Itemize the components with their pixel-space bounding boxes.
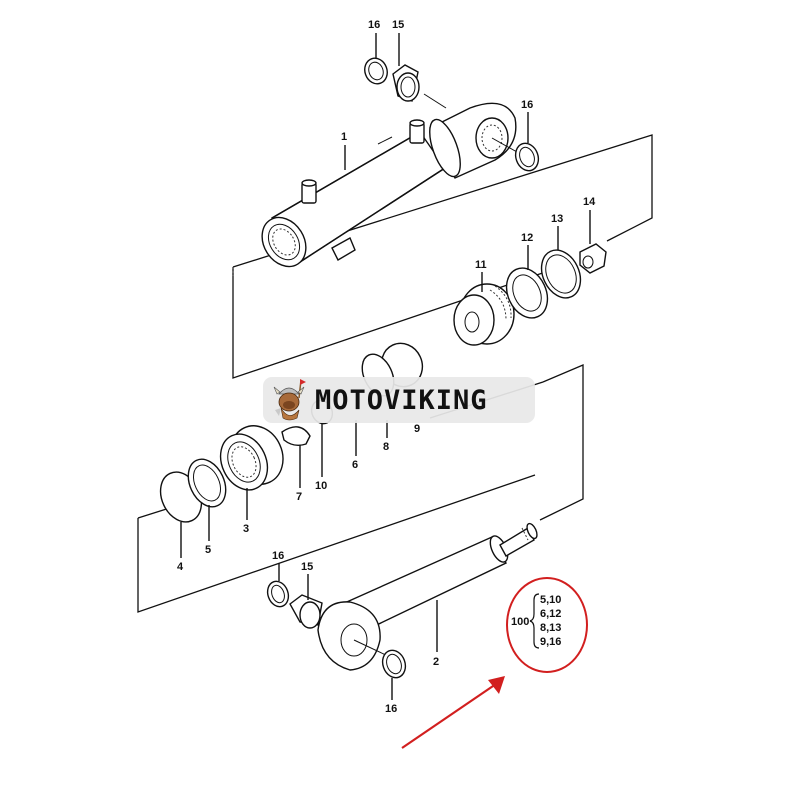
part-label-8: 8 xyxy=(383,441,389,453)
kit-item-1: 5,10 xyxy=(540,594,561,606)
gland-and-seals xyxy=(159,342,424,523)
part-label-2: 2 xyxy=(433,656,439,668)
part-label-11: 11 xyxy=(475,259,487,271)
part-label-4: 4 xyxy=(177,561,184,573)
part-label-13: 13 xyxy=(551,213,563,225)
part-labels: 1 2 3 4 5 6 7 8 9 10 11 12 13 14 15 16 1… xyxy=(177,19,596,715)
kit-item-4: 9,16 xyxy=(540,636,561,648)
kit-item-2: 6,12 xyxy=(540,608,561,620)
part-label-16-upper-left: 16 xyxy=(368,19,380,31)
part-label-16-lower-left: 16 xyxy=(272,550,284,562)
part-label-10: 10 xyxy=(315,480,327,492)
part-label-7: 7 xyxy=(296,491,302,503)
motoviking-watermark: MOTOVIKING xyxy=(263,377,535,423)
cylinder-barrel xyxy=(261,93,518,268)
kit-brace xyxy=(529,593,540,649)
upper-bushing-and-seals xyxy=(364,57,540,172)
kit-item-3: 8,13 xyxy=(540,622,561,634)
part-label-12: 12 xyxy=(521,232,533,244)
part-label-16-lower-bottom: 16 xyxy=(385,703,397,715)
part-label-16-upper-right: 16 xyxy=(521,99,533,111)
red-arrow-icon xyxy=(401,676,505,749)
part-label-6: 6 xyxy=(352,459,358,471)
part-label-9: 9 xyxy=(414,423,420,435)
part-label-5: 5 xyxy=(205,544,211,556)
piston-and-nut xyxy=(453,243,607,346)
part-label-14: 14 xyxy=(583,196,596,208)
leader-lines xyxy=(180,33,591,700)
kit-number: 100 xyxy=(511,616,529,628)
part-label-3: 3 xyxy=(243,523,249,535)
piston-rod xyxy=(266,522,538,679)
seal-kit-callout: 100 5,10 6,12 8,13 9,16 xyxy=(506,577,588,673)
brand-name: MOTOVIKING xyxy=(315,384,488,416)
part-label-1: 1 xyxy=(341,131,347,143)
part-label-15-upper: 15 xyxy=(392,19,404,31)
viking-mascot-icon xyxy=(273,379,306,421)
part-label-15-lower: 15 xyxy=(301,561,313,573)
